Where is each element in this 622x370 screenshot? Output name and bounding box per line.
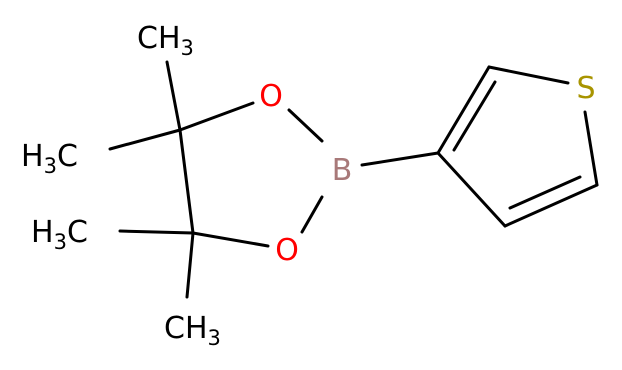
methyl-upper-left-label: H3C	[21, 139, 78, 178]
atom-sulfur: S	[576, 71, 595, 106]
methyl-top-label: CH3	[137, 21, 194, 60]
methyl-bottom-main: CH	[164, 311, 208, 346]
bond-o-c-bottom	[191, 231, 270, 248]
bond-thiophene-c2-s	[487, 65, 570, 85]
bond-c-ch3-upper-left	[108, 128, 182, 151]
bond-thiophene-c5-c4-inner	[508, 175, 582, 210]
bond-thiophene-c3-c2-inner	[452, 80, 497, 152]
bond-thiophene-c4-c3	[436, 151, 507, 228]
methyl-bottom-label: CH3	[164, 311, 221, 350]
bond-c-ch3-bottom	[185, 231, 195, 299]
bond-c-ch3-lower-left	[118, 229, 195, 235]
bond-c-c-ring	[178, 128, 195, 235]
atom-boron: B	[332, 153, 353, 188]
bond-set	[108, 60, 599, 299]
atom-oxygen-bottom: O	[275, 233, 299, 268]
methyl-top-main: CH	[137, 21, 181, 56]
methyl-top-subscript: 3	[181, 36, 194, 60]
methyl-lower-left-label: H3C	[31, 215, 88, 254]
bond-thiophene-c3-c2	[436, 65, 491, 155]
methyl-upper-left-h: H	[21, 139, 44, 174]
atom-labels: O O B S CH3 H3C H3C CH3	[21, 21, 596, 350]
bond-b-o-bottom	[300, 195, 324, 234]
bond-b-c-thiophene	[360, 151, 440, 167]
atom-oxygen-top: O	[259, 79, 283, 114]
bond-thiophene-c5-c4	[503, 183, 599, 228]
bond-o-b-top	[287, 108, 324, 143]
methyl-bottom-subscript: 3	[208, 326, 221, 350]
methyl-lower-left-subscript: 3	[54, 230, 67, 254]
bond-thiophene-s-c5	[583, 110, 599, 187]
methyl-lower-left-c: C	[67, 215, 88, 250]
bond-c-ch3-top	[165, 60, 182, 132]
methyl-upper-left-c: C	[57, 139, 78, 174]
methyl-lower-left-h: H	[31, 215, 54, 250]
bond-c-o-top	[178, 101, 255, 132]
methyl-upper-left-subscript: 3	[44, 154, 57, 178]
